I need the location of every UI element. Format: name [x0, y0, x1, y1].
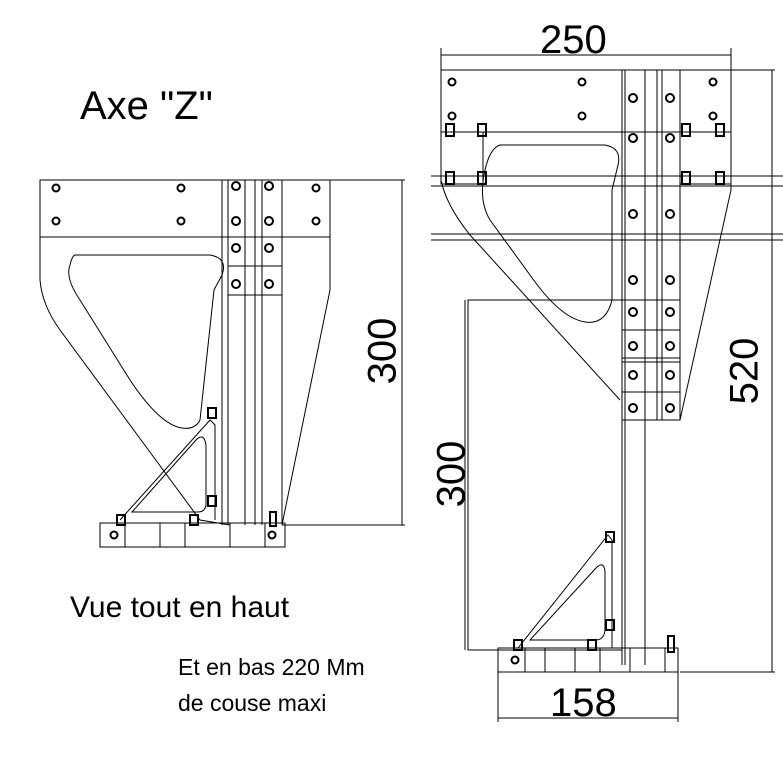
dimension-bottom-width: 158 [550, 681, 617, 725]
caption-line-1: Et en bas 220 Mm [178, 654, 365, 680]
caption-line-2: de couse maxi [178, 690, 327, 716]
right-view-bolts [445, 77, 725, 665]
left-view-bracket [39, 179, 405, 548]
right-view-bracket [431, 48, 783, 722]
dimension-right-total-height: 520 [722, 337, 767, 405]
left-view-bolts [51, 181, 321, 540]
dimension-left-height: 300 [360, 317, 405, 385]
drawing-title: Axe "Z" [80, 84, 213, 128]
dimension-right-inner-height: 300 [429, 440, 474, 508]
caption-main: Vue tout en haut [70, 591, 290, 624]
dimension-top-width: 250 [540, 18, 607, 62]
